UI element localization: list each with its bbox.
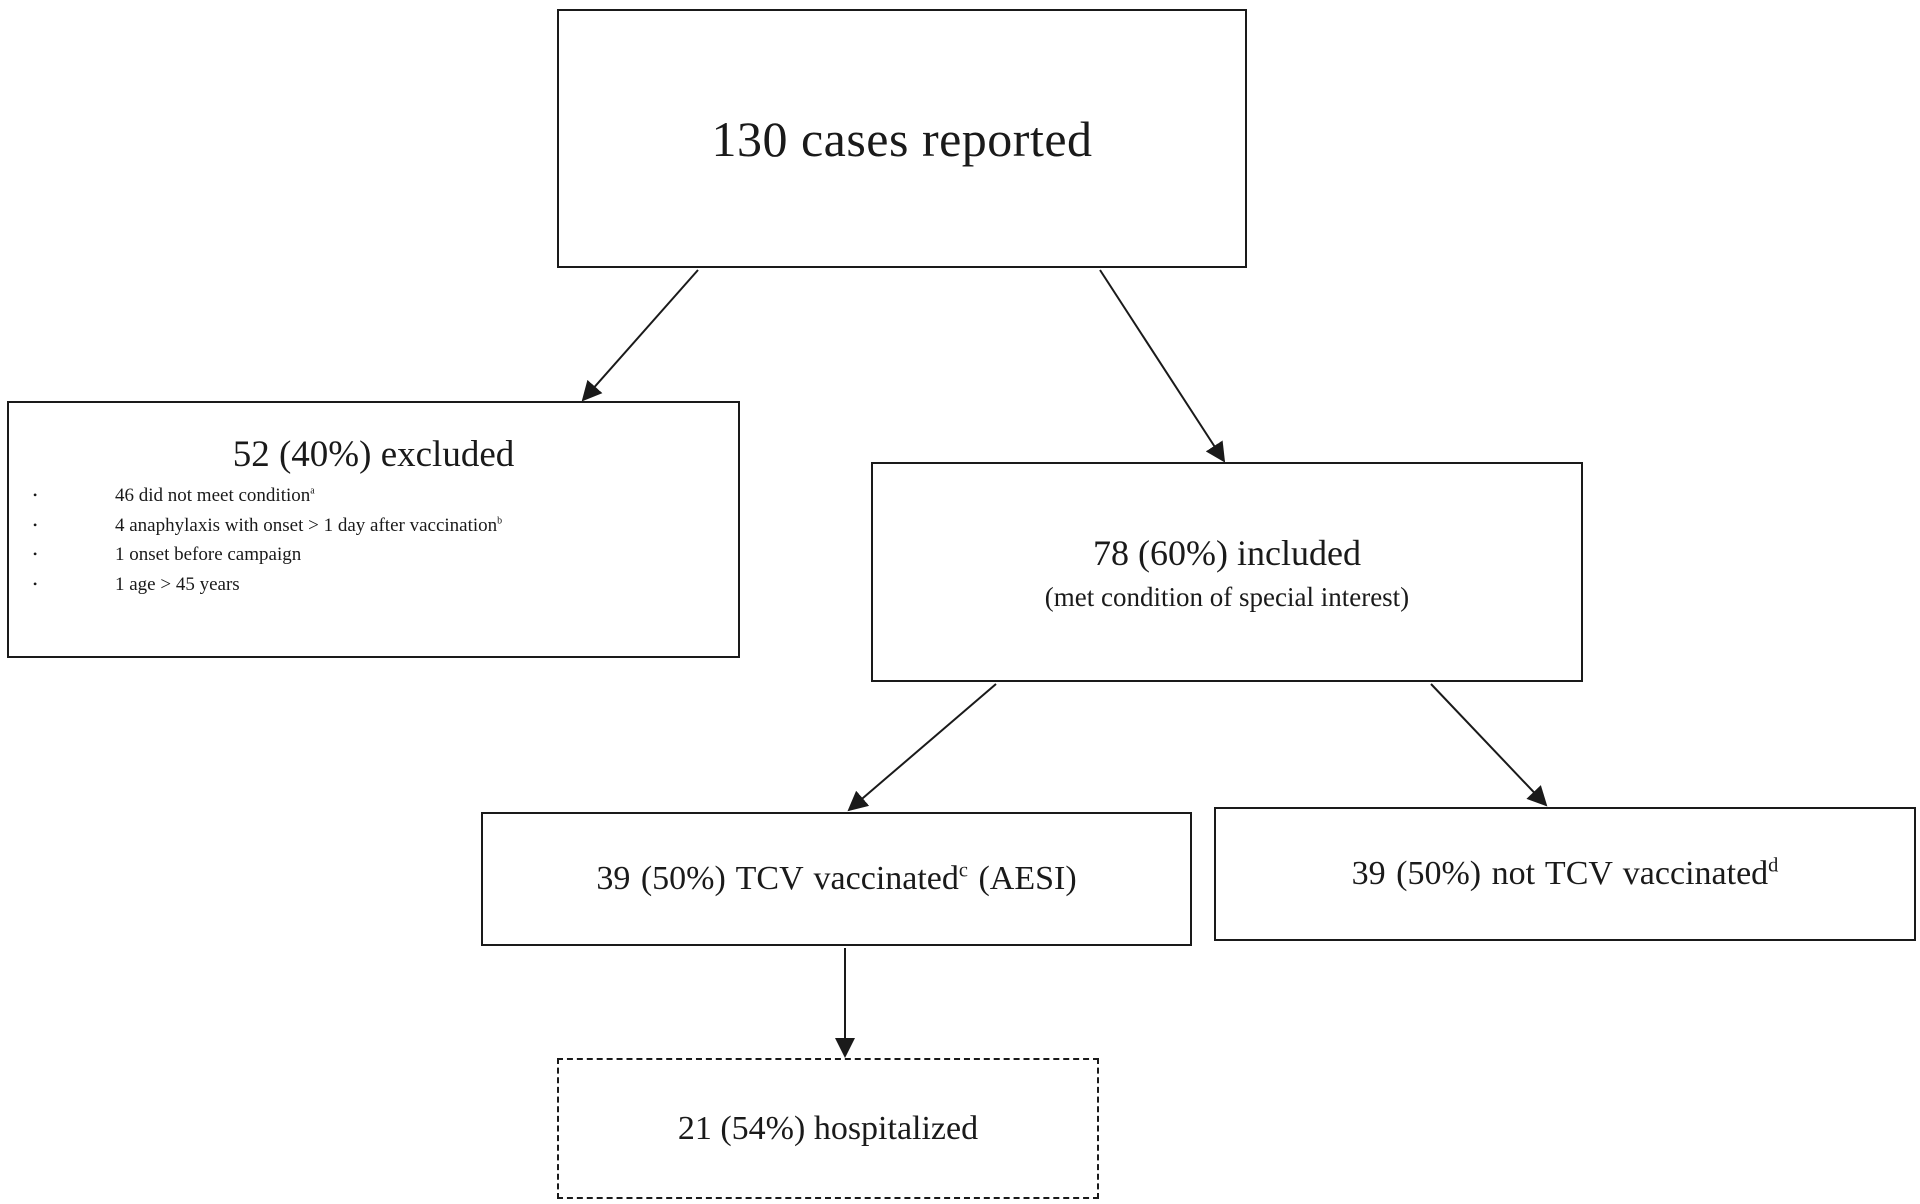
excluded-reason-text: 4 anaphylaxis with onset > 1 day after v… <box>115 514 498 536</box>
vaccinated-box: 39 (50%) TCV vaccinatedc (AESI) <box>481 812 1192 946</box>
excluded-reason-item: • 46 did not meet conditiona <box>33 481 502 511</box>
excluded-reason-item: • 1 onset before campaign <box>33 540 502 570</box>
included-title: 78 (60%) included <box>1093 532 1361 573</box>
excluded-reason-text: 46 did not meet condition <box>115 485 311 506</box>
excluded-title: 52 (40%) excluded <box>232 434 515 475</box>
not-vaccinated-text: 39 (50%) not TCV vaccinatedd <box>1352 855 1779 893</box>
arrow-included-to-vaccinated <box>847 683 997 812</box>
vaccinated-text: 39 (50%) TCV vaccinatedc (AESI) <box>596 860 1076 898</box>
excluded-reason-item: • 4 anaphylaxis with onset > 1 day after… <box>33 511 502 541</box>
footnote-marker: c <box>958 859 968 882</box>
footnote-marker: a <box>310 485 315 497</box>
bullet-icon: • <box>33 547 38 561</box>
bullet-icon: • <box>33 576 38 591</box>
vaccinated-label: 39 (50%) TCV vaccinated <box>596 860 959 897</box>
excluded-reason-item: • 1 age > 45 years <box>33 570 502 600</box>
included-box: 78 (60%) included (met condition of spec… <box>871 462 1583 682</box>
reported-text: 130 cases reported <box>711 110 1093 167</box>
included-subtitle: (met condition of special interest) <box>1044 581 1410 612</box>
hospitalized-box: 21 (54%) hospitalized <box>557 1058 1099 1199</box>
footnote-marker: d <box>1768 854 1779 877</box>
aesi-label: (AESI) <box>967 860 1077 897</box>
excluded-reason-text: 1 age > 45 years <box>115 573 240 595</box>
excluded-reason-text: 1 onset before campaign <box>115 544 302 565</box>
arrow-reported-to-included <box>1099 269 1226 463</box>
arrow-reported-to-excluded <box>581 269 699 402</box>
not-vaccinated-box: 39 (50%) not TCV vaccinatedd <box>1214 807 1916 941</box>
hospitalized-text: 21 (54%) hospitalized <box>677 1109 979 1147</box>
footnote-marker: b <box>497 515 503 527</box>
arrow-included-to-not-vaccinated <box>1430 683 1548 807</box>
not-vaccinated-label: 39 (50%) not TCV vaccinated <box>1351 855 1769 892</box>
bullet-icon: • <box>33 488 38 502</box>
bullet-icon: • <box>33 517 38 532</box>
excluded-reasons-list: • 46 did not meet conditiona • 4 anaphyl… <box>33 481 502 599</box>
excluded-box: 52 (40%) excluded • 46 did not meet cond… <box>7 401 740 658</box>
reported-box: 130 cases reported <box>557 9 1247 268</box>
